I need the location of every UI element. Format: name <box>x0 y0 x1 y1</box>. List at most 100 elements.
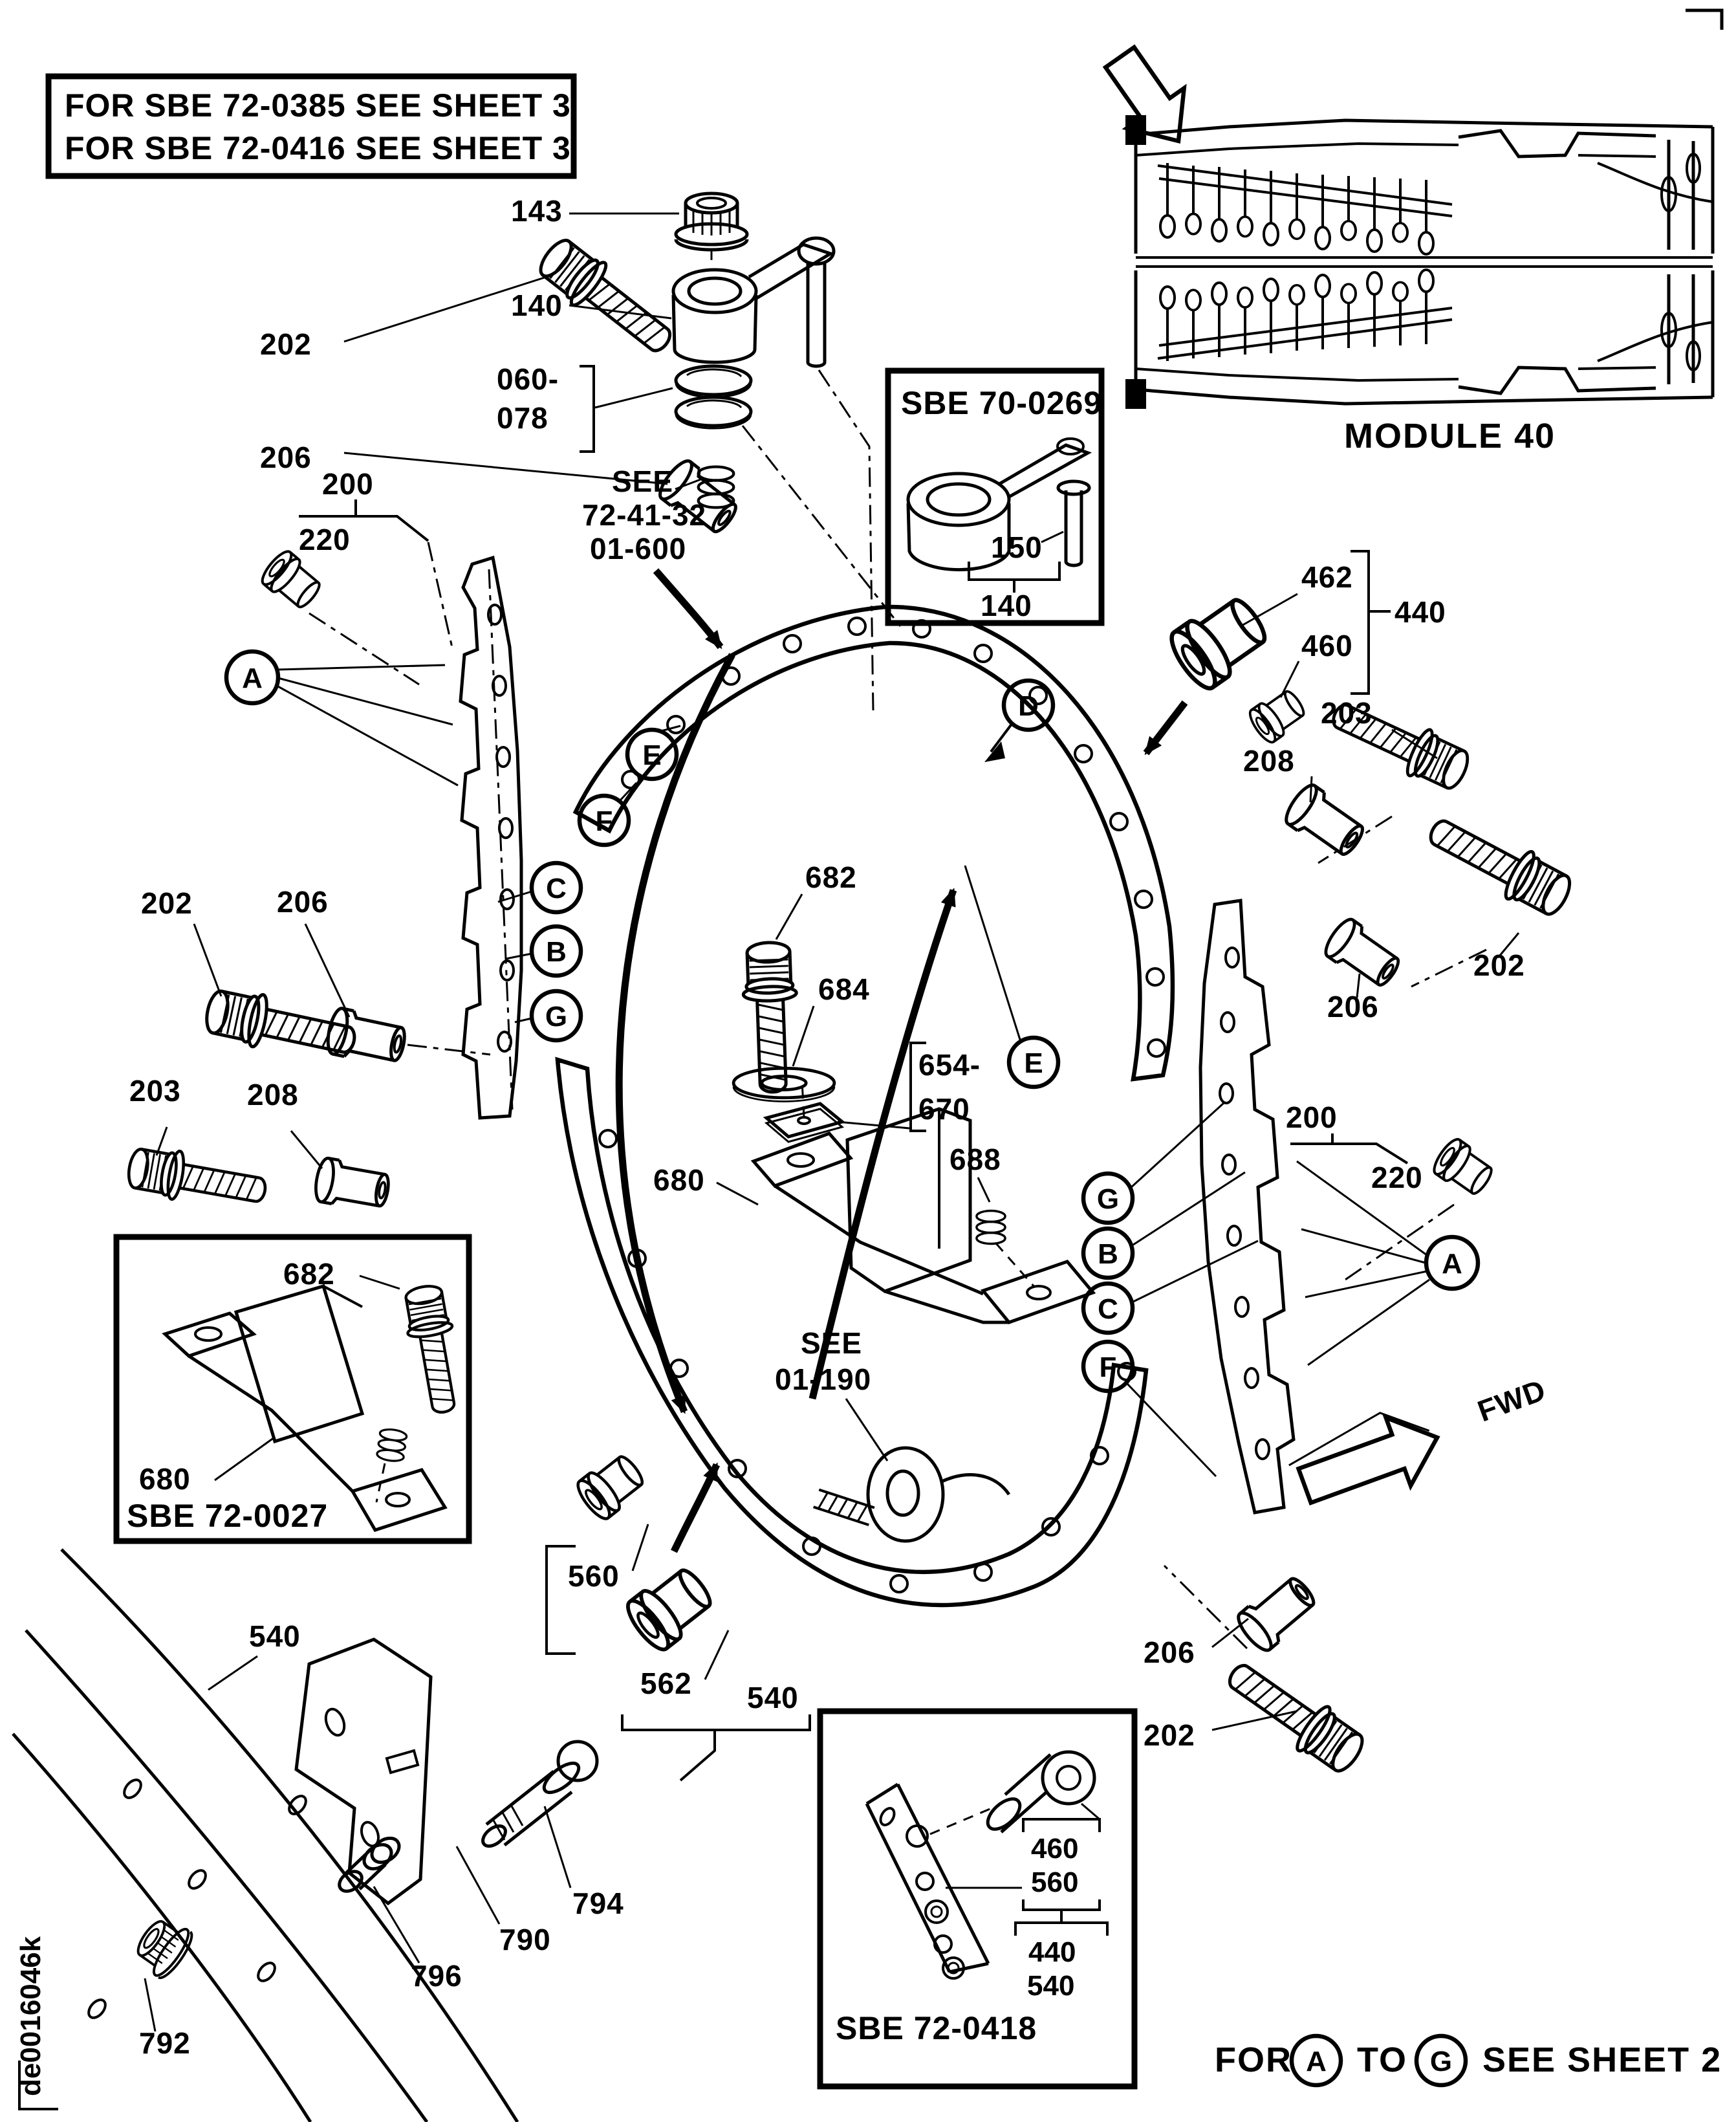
footer-for: FOR <box>1215 2040 1292 2079</box>
part-grommet-220-right <box>1429 1135 1497 1200</box>
footer-note: FOR A TO G SEE SHEET 2 <box>1215 2033 1722 2088</box>
right-bracket-segment <box>1199 899 1296 1515</box>
callout-150: 150 <box>991 530 1043 564</box>
callout-792: 792 <box>139 2026 191 2060</box>
see-72-41-32-line3: 01-600 <box>590 532 686 565</box>
letter-c-right: C <box>1081 1240 1259 1335</box>
left-bracket-segment <box>459 555 523 1120</box>
letter-e-left: E <box>625 725 681 782</box>
part-mount-bracket-680 <box>750 1107 1096 1324</box>
part-bushing-206-br <box>1233 1571 1321 1655</box>
doc-code: de0016046k <box>15 1936 58 2110</box>
footer-letter-g: G <box>1430 2046 1452 2077</box>
callout-060: 060- <box>497 362 559 396</box>
callout-460-inset: 460 <box>1031 1833 1078 1865</box>
callout-460: 460 <box>1301 629 1353 662</box>
bellcrank-part-art <box>906 437 1092 572</box>
bracket-060-078 <box>580 365 595 453</box>
bellcrank-cluster <box>671 193 874 711</box>
bracket-560 <box>545 1545 576 1655</box>
callout-790: 790 <box>499 1923 551 1956</box>
upper-flange-arc <box>572 604 1175 1082</box>
part-bolt-202-br <box>1218 1650 1371 1780</box>
part-grommet-562 <box>622 1560 719 1655</box>
callout-440: 440 <box>1394 595 1446 629</box>
part-washer-684 <box>733 1068 834 1101</box>
fwd-arrow: FWD <box>1288 1373 1550 1506</box>
module-label: MODULE 40 <box>1344 417 1556 455</box>
part-grommet-01-190 <box>866 1446 1011 1543</box>
svg-text:B: B <box>546 936 567 968</box>
svg-text:E: E <box>1024 1047 1043 1079</box>
letter-a-right: A <box>1296 1160 1481 1366</box>
part-grommet-560 <box>573 1449 649 1523</box>
inset-title: SBE 72-0027 <box>127 1498 328 1534</box>
see-01-190-line2: 01-190 <box>775 1362 871 1396</box>
part-stud-796 <box>338 1836 401 1893</box>
assembly-arrow-560 <box>671 1462 721 1553</box>
inset-box-sbe-70-0269: SBE 70-0269 150 140 <box>885 367 1105 626</box>
inset-box-sbe-72-0027: SBE 72-0027 682 680 <box>113 1234 472 1544</box>
callout-560: 560 <box>568 1559 620 1593</box>
callout-208-right: 208 <box>1243 744 1295 778</box>
letter-g-left: G <box>514 989 583 1043</box>
callout-202-left: 202 <box>141 886 193 920</box>
bracket-200-left <box>299 499 429 542</box>
bracket-440 <box>1351 550 1391 695</box>
callout-202: 202 <box>260 327 312 361</box>
ref-note-line2: FOR SBE 72-0416 SEE SHEET 3 <box>65 130 571 166</box>
inset-title: SBE 70-0269 <box>901 385 1102 421</box>
bottom-left-case-arcs <box>12 1548 519 2122</box>
see-01-190-line1: SEE <box>801 1326 862 1360</box>
letter-b-right: B <box>1081 1171 1246 1280</box>
part-bushing-462 <box>1164 589 1274 694</box>
inset-strip-art <box>865 1750 1100 1980</box>
callout-202-br: 202 <box>1144 1718 1195 1752</box>
part-bolt-794 <box>481 1740 599 1848</box>
callout-540-mid: 540 <box>747 1681 799 1714</box>
inset-grommet-art <box>986 1750 1096 1833</box>
svg-text:F: F <box>1100 1351 1117 1383</box>
part-spring-688 <box>975 1209 1006 1245</box>
callout-220-right: 220 <box>1371 1161 1423 1194</box>
footer-letter-a: A <box>1306 2046 1327 2077</box>
ref-note-line1: FOR SBE 72-0385 SEE SHEET 3 <box>65 87 571 124</box>
svg-text:A: A <box>1442 1248 1462 1280</box>
callout-462: 462 <box>1301 560 1353 594</box>
assembly-arrow-center <box>808 888 957 1400</box>
module-pointer-arrow-icon <box>1102 44 1187 144</box>
footer-to: TO <box>1357 2040 1407 2079</box>
part-bolt-202-right <box>1420 805 1577 923</box>
letter-g-right: G <box>1081 1102 1225 1225</box>
callout-440-inset: 440 <box>1028 1936 1076 1968</box>
part-grommet-220-left <box>258 547 326 614</box>
svg-text:B: B <box>1098 1238 1118 1270</box>
callout-200: 200 <box>322 467 374 501</box>
callout-203-left: 203 <box>129 1074 181 1108</box>
callout-206-right: 206 <box>1327 990 1379 1023</box>
callout-220: 220 <box>299 523 351 556</box>
callout-688: 688 <box>949 1143 1001 1176</box>
part-bushing-206-right <box>1321 915 1405 993</box>
callout-682-inset: 682 <box>283 1257 335 1291</box>
letter-e-mid: E <box>964 865 1061 1089</box>
callout-562: 562 <box>640 1667 692 1700</box>
callout-143: 143 <box>511 194 563 228</box>
callout-560-inset: 560 <box>1031 1866 1078 1898</box>
callout-682: 682 <box>805 860 857 894</box>
svg-text:C: C <box>1098 1293 1118 1325</box>
callout-206: 206 <box>260 441 312 474</box>
part-bushing-208-right <box>1281 781 1370 862</box>
callout-140-inset: 140 <box>981 589 1032 622</box>
assembly-arrow-top <box>653 568 724 650</box>
part-shim-654-670 <box>763 1081 846 1143</box>
footer-rest: SEE SHEET 2 <box>1482 2040 1722 2079</box>
callout-078: 078 <box>497 401 548 435</box>
letter-b-left: B <box>505 924 583 978</box>
inset-box-sbe-72-0418: SBE 72-0418 460 560 440 540 <box>817 1708 1138 2090</box>
letter-c-left: C <box>497 860 583 915</box>
lower-flange-arc <box>555 1056 1149 1608</box>
assembly-arrow-long <box>615 653 735 1414</box>
